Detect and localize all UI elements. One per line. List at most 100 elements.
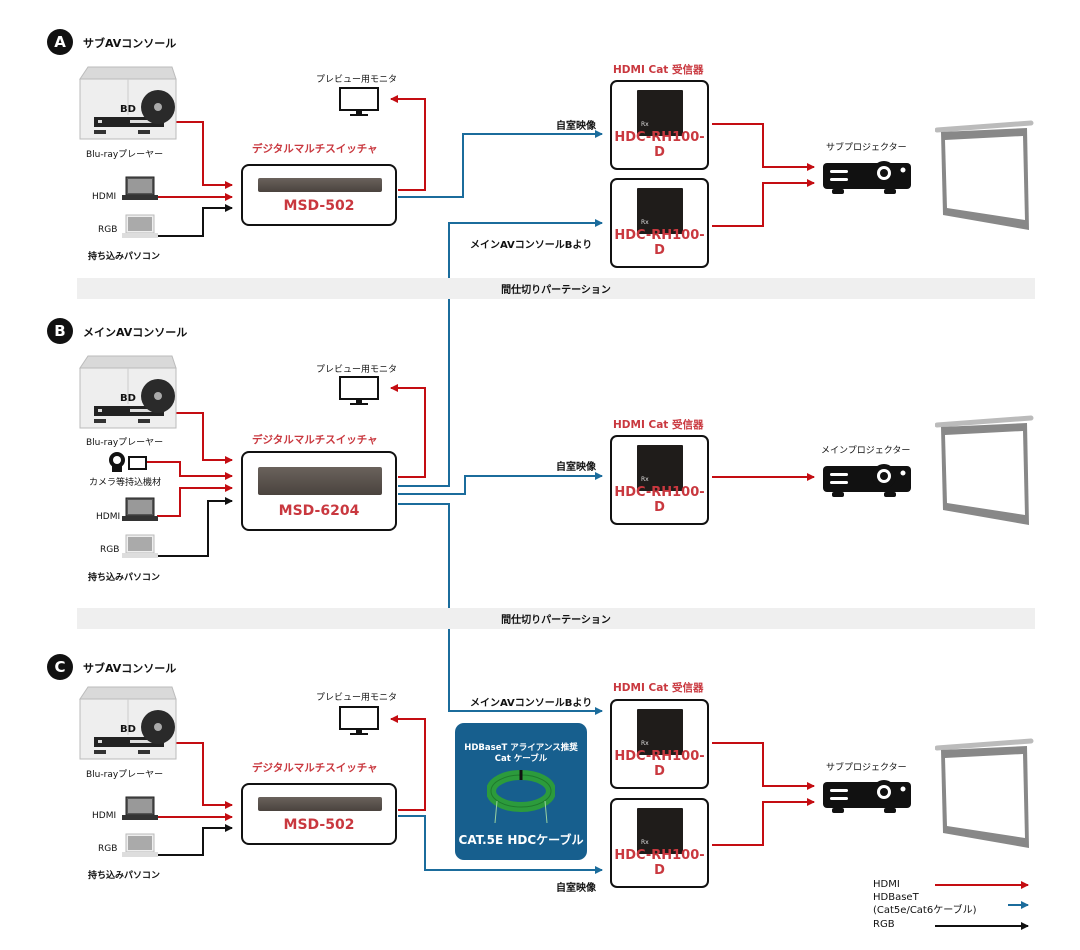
cable-coil-icon <box>487 770 555 824</box>
receiver-box: Rx HDC-RH100-D <box>610 80 709 170</box>
switcher-model: MSD-502 <box>283 198 355 214</box>
line-c-switch-rx2 <box>398 815 603 874</box>
receivers-title: HDMI Cat 受信器 <box>613 682 704 694</box>
section-title: メインAVコンソール <box>83 326 188 339</box>
partition-label: 間仕切りパーテーション <box>501 615 611 626</box>
bluray-console-icon <box>79 355 177 429</box>
laptop-rgb-icon <box>122 833 158 857</box>
receiver-model: HDC-RH100-D <box>614 130 705 160</box>
partition-1: 間仕切りパーテーション <box>77 278 1035 299</box>
switcher-device-icon <box>258 797 382 811</box>
monitor-icon <box>339 706 379 735</box>
laptop-hdmi-icon <box>122 176 158 200</box>
switcher-box: MSD-502 <box>241 783 397 845</box>
switcher-title: デジタルマルチスイッチャ <box>252 762 378 774</box>
receiver-device-icon: Rx <box>637 90 683 136</box>
receivers-title: HDMI Cat 受信器 <box>613 419 704 431</box>
receiver-input-label: 自室映像 <box>556 883 596 894</box>
projector-icon <box>823 161 911 194</box>
line-b-bluray-hdmi <box>170 412 233 464</box>
cable-product-name: CAT.5E HDCケーブル <box>458 833 584 847</box>
line-c-laptop-rgb <box>157 824 233 856</box>
monitor-label: プレビュー用モニタ <box>316 693 398 703</box>
monitor-icon <box>339 376 379 405</box>
bd-label: BD <box>120 104 136 115</box>
section-badge: B <box>47 318 73 344</box>
receiver-box: Rx HDC-RH100-D <box>610 435 709 525</box>
legend-hdbaset-note: (Cat5e/Cat6ケーブル) <box>873 905 977 916</box>
line-b-laptop-hdmi <box>157 484 233 517</box>
receiver-model: HDC-RH100-D <box>614 848 705 878</box>
bluray-label: Blu-rayプレーヤー <box>86 438 164 448</box>
receiver-input-label: メインAVコンソールBより <box>470 240 593 251</box>
monitor-icon <box>339 87 379 116</box>
partition-2: 間仕切りパーテーション <box>77 608 1035 629</box>
projector-label: サブプロジェクター <box>826 143 907 153</box>
switcher-device-icon <box>258 178 382 192</box>
screen-icon <box>935 738 1034 848</box>
line-a-rx1-proj <box>712 123 815 171</box>
legend-hdmi-label: HDMI <box>873 879 900 890</box>
laptop-caption: 持ち込みパソコン <box>88 252 161 262</box>
switcher-device-icon <box>258 467 382 495</box>
receiver-device-icon: Rx <box>637 709 683 755</box>
line-b-monitor <box>390 384 426 478</box>
switcher-box: MSD-502 <box>241 164 397 226</box>
receiver-model: HDC-RH100-D <box>614 749 705 779</box>
projector-label: サブプロジェクター <box>826 763 907 773</box>
bd-label: BD <box>120 393 136 404</box>
receiver-input-label: 自室映像 <box>556 462 596 473</box>
receivers-title: HDMI Cat 受信器 <box>613 64 704 76</box>
laptop-hdmi-icon <box>122 497 158 521</box>
receiver-model: HDC-RH100-D <box>614 485 705 515</box>
hdmi-label: HDMI <box>96 512 121 522</box>
receiver-model: HDC-RH100-D <box>614 228 705 258</box>
laptop-rgb-icon <box>122 214 158 238</box>
switcher-title: デジタルマルチスイッチャ <box>252 143 378 155</box>
rgb-label: RGB <box>98 225 118 235</box>
hdmi-label: HDMI <box>92 811 117 821</box>
section-badge: C <box>47 654 73 680</box>
rgb-label: RGB <box>100 545 120 555</box>
screen-icon <box>935 120 1034 230</box>
switcher-model: MSD-6204 <box>278 503 360 519</box>
rgb-label: RGB <box>98 844 118 854</box>
laptop-rgb-icon <box>122 534 158 558</box>
line-b-switch-rx <box>398 472 603 495</box>
camera-label: カメラ等持込機材 <box>89 478 162 488</box>
switcher-title: デジタルマルチスイッチャ <box>252 434 378 446</box>
receiver-box: Rx HDC-RH100-D <box>610 798 709 888</box>
projector-icon <box>823 464 911 497</box>
receiver-box: Rx HDC-RH100-D <box>610 178 709 268</box>
projector-icon <box>823 780 911 813</box>
line-b-to-a-rx2 <box>398 219 603 487</box>
screen-icon <box>935 415 1034 525</box>
partition-label: 間仕切りパーテーション <box>501 285 611 296</box>
projector-label: メインプロジェクター <box>821 446 911 456</box>
laptop-caption: 持ち込みパソコン <box>88 573 161 583</box>
section-title: サブAVコンソール <box>83 37 177 50</box>
receiver-box: Rx HDC-RH100-D <box>610 699 709 789</box>
line-b-to-c-rx1 <box>398 503 603 715</box>
receiver-input-label: メインAVコンソールBより <box>470 698 593 709</box>
line-a-switch-rx1 <box>398 130 603 198</box>
laptop-caption: 持ち込みパソコン <box>88 871 161 881</box>
line-c-monitor <box>390 715 426 811</box>
legend-hdbaset-label: HDBaseT <box>873 892 919 903</box>
cable-title-line2: Cat ケーブル <box>494 754 548 764</box>
receiver-device-icon: Rx <box>637 445 683 491</box>
section-badge: A <box>47 29 73 55</box>
switcher-box: MSD-6204 <box>241 451 397 531</box>
line-c-rx1-proj <box>712 742 815 790</box>
bluray-console-icon <box>79 66 177 140</box>
section-title: サブAVコンソール <box>83 662 177 675</box>
receiver-device-icon: Rx <box>637 808 683 854</box>
receiver-device-icon: Rx <box>637 188 683 234</box>
bluray-label: Blu-rayプレーヤー <box>86 770 164 780</box>
line-c-rx2-proj <box>712 798 815 846</box>
line-a-monitor <box>390 95 426 191</box>
bluray-label: Blu-rayプレーヤー <box>86 150 164 160</box>
laptop-hdmi-icon <box>122 796 158 820</box>
